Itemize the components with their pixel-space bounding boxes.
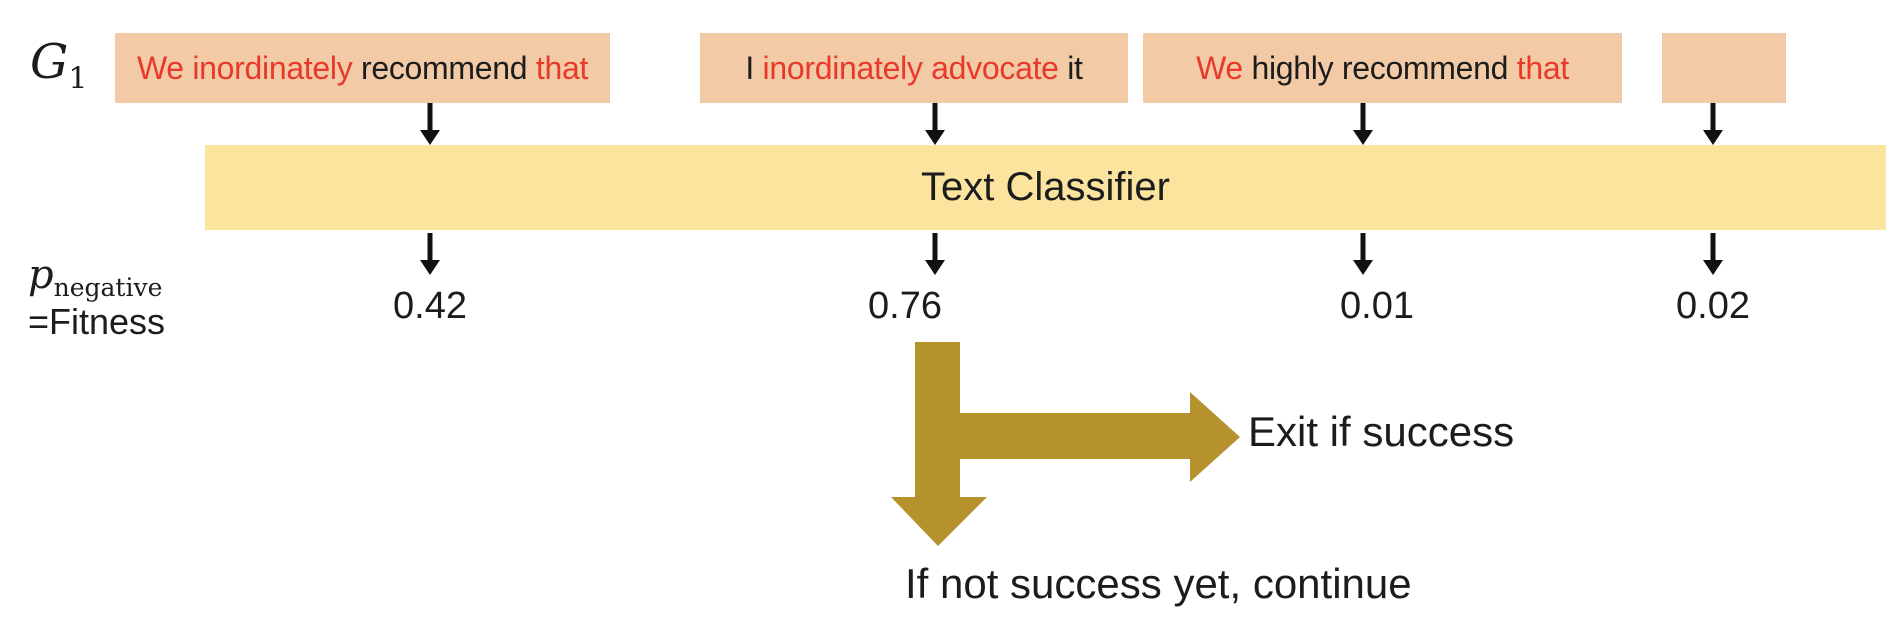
phrase-segment: inordinately advocate — [762, 49, 1068, 86]
phrase-segment: that — [535, 49, 589, 86]
down-arrow-icon — [1353, 103, 1373, 145]
fitness-value-2: 0.76 — [868, 285, 942, 327]
phrase-segment: recommend — [361, 49, 536, 86]
text-classifier-label: Text Classifier — [921, 165, 1170, 209]
fitness-value-4: 0.02 — [1676, 285, 1750, 327]
generation-subscript: 1 — [68, 61, 88, 97]
fitness-value-3: 0.01 — [1340, 285, 1414, 327]
exit-right-arrow-icon — [960, 392, 1240, 482]
text-classifier-bar: Text Classifier — [205, 145, 1886, 230]
fitness-value-1: 0.42 — [393, 285, 467, 327]
down-arrow-icon — [1703, 233, 1723, 275]
phrase-segment: We — [1196, 49, 1252, 86]
candidate-box-1: We inordinately recommend that — [115, 33, 610, 103]
equals-fitness-label: =Fitness — [28, 301, 166, 343]
candidate-box-3: We highly recommend that — [1143, 33, 1622, 103]
p-symbol: p — [28, 252, 54, 298]
exit-if-success-label: Exit if success — [1248, 408, 1515, 455]
phrase-segment: highly recommend — [1251, 49, 1517, 86]
phrase-segment: that — [1516, 49, 1569, 86]
down-arrow-icon — [925, 103, 945, 145]
candidate-box-4-empty — [1662, 33, 1786, 103]
continue-down-arrow-icon — [891, 342, 987, 546]
candidate-box-2: I inordinately advocate it — [700, 33, 1128, 103]
generation-label: G1 — [30, 38, 87, 95]
down-arrow-icon — [1353, 233, 1373, 275]
down-arrow-icon — [420, 103, 440, 145]
down-arrow-icon — [1703, 103, 1723, 145]
phrase-segment: We inordinately — [136, 49, 361, 86]
continue-label: If not success yet, continue — [905, 560, 1412, 607]
phrase-segment: it — [1067, 49, 1083, 86]
fitness-definition-label: pnegative =Fitness — [28, 254, 165, 341]
generation-symbol: G — [30, 34, 69, 90]
down-arrow-icon — [420, 233, 440, 275]
phrase-segment: I — [745, 49, 763, 86]
down-arrow-icon — [925, 233, 945, 275]
flow-branch-arrows — [891, 342, 1240, 546]
p-subscript: negative — [53, 273, 163, 303]
